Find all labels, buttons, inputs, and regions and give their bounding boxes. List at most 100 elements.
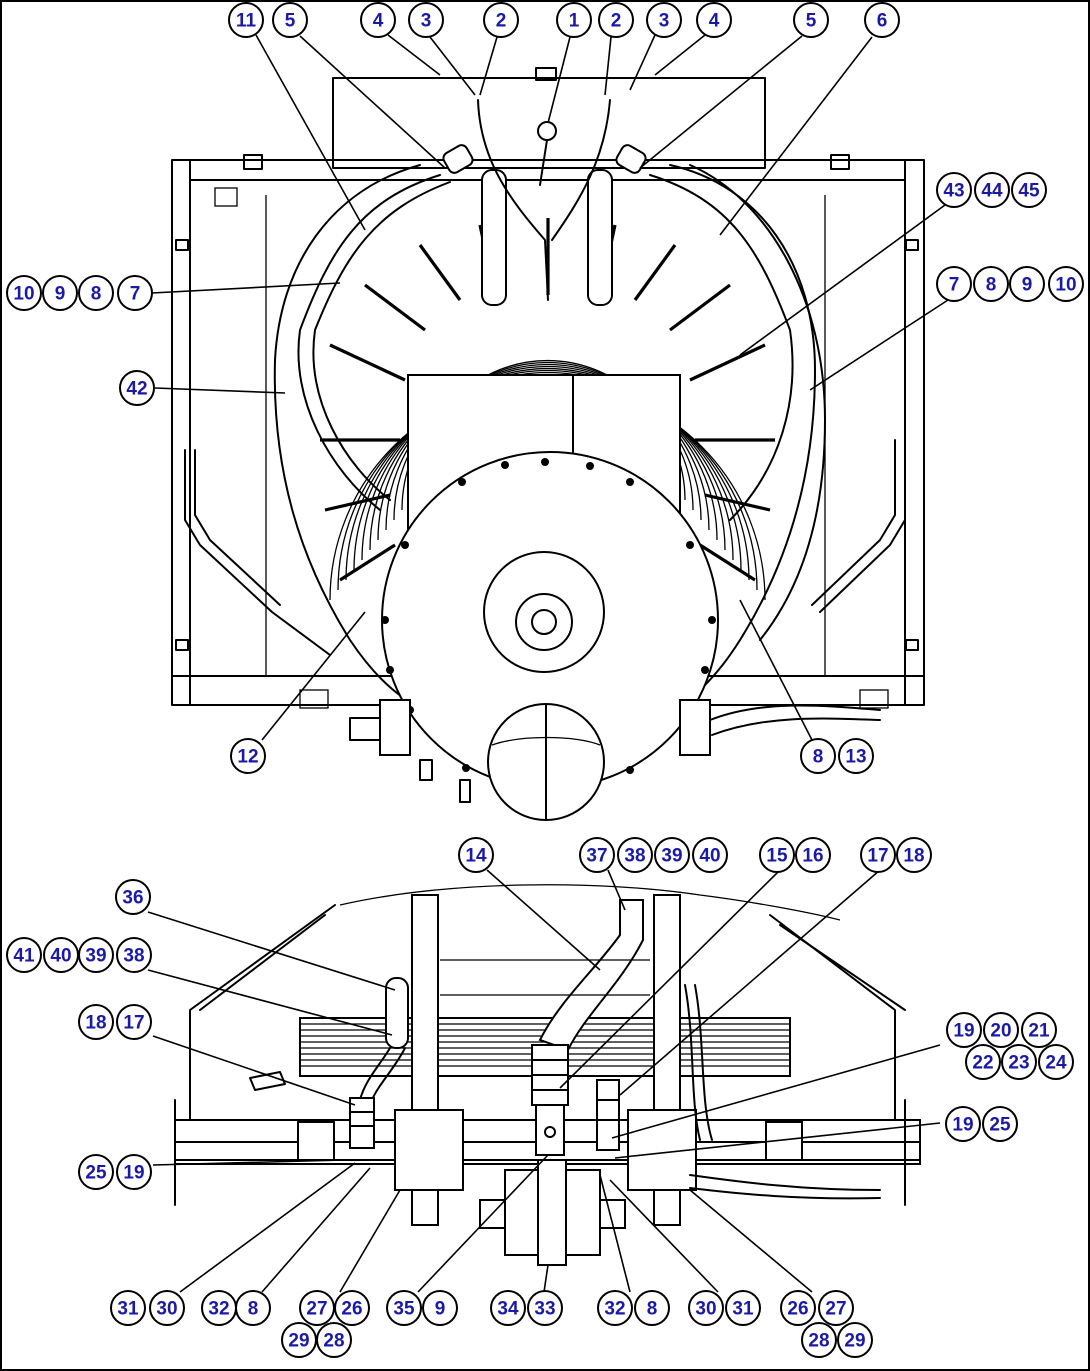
callout-label: 10 [13,284,34,305]
callout-circle [360,2,396,38]
callout-label: 2 [611,11,622,32]
callout-label: 42 [126,379,147,400]
callout-circle [646,2,682,38]
callout-label: 35 [393,1299,415,1320]
callout-20: 20 [983,1012,1019,1048]
callout-28: 28 [801,1322,837,1358]
callout-label: 15 [766,846,788,867]
callout-12: 12 [230,738,266,774]
callout-label: 7 [949,275,960,296]
callout-circle [617,837,653,873]
callout-label: 23 [1008,1053,1029,1074]
callout-circle [696,2,732,38]
callout-circle [795,837,831,873]
callout-34: 34 [490,1290,526,1326]
callout-label: 19 [952,1115,973,1136]
callout-15: 15 [759,837,795,873]
callout-circle [759,837,795,873]
callout-circle [490,1290,526,1326]
callout-8: 8 [78,275,114,311]
callout-circle [78,1154,114,1190]
callout-label: 43 [943,181,964,202]
callout-circle [408,2,444,38]
callout-circle [483,2,519,38]
callout-circle [793,2,829,38]
callout-circle [936,266,972,302]
callout-label: 9 [55,284,66,305]
callout-label: 4 [709,11,720,32]
callout-17: 17 [860,837,896,873]
callout-35: 35 [386,1290,422,1326]
callout-8: 8 [634,1290,670,1326]
callout-44: 44 [974,172,1010,208]
callout-circle [116,937,152,973]
callout-circle [78,275,114,311]
callout-1: 1 [556,2,592,38]
callout-circle [527,1290,563,1326]
callout-39: 39 [78,937,114,973]
callout-8: 8 [800,738,836,774]
callout-label: 21 [1028,1021,1050,1042]
callout-24: 24 [1038,1044,1074,1080]
callout-32: 32 [201,1290,237,1326]
callout-circle [936,172,972,208]
callout-circle [6,937,42,973]
callout-circle [973,266,1009,302]
callout-label: 30 [156,1299,177,1320]
callout-label: 19 [123,1163,144,1184]
callout-label: 14 [465,846,487,867]
callout-circle [945,1106,981,1142]
callout-label: 36 [122,888,143,909]
callout-label: 18 [903,846,924,867]
callout-label: 44 [981,181,1003,202]
callout-circle [272,2,308,38]
callout-label: 31 [732,1299,754,1320]
callout-label: 11 [236,11,257,32]
callout-26: 26 [334,1290,370,1326]
callout-circle [579,837,615,873]
callout-2: 2 [483,2,519,38]
callout-16: 16 [795,837,831,873]
callout-circle [422,1290,458,1326]
callout-circle [597,1290,633,1326]
callout-circle [860,837,896,873]
callout-41: 41 [6,937,42,973]
callout-label: 1 [569,11,580,32]
callout-2: 2 [598,2,634,38]
callout-13: 13 [838,738,874,774]
callout-19: 19 [945,1106,981,1142]
callout-42: 42 [119,370,155,406]
callout-label: 41 [13,946,35,967]
callout-38: 38 [116,937,152,973]
callout-label: 19 [953,1021,974,1042]
callout-circle [725,1290,761,1326]
callout-8: 8 [973,266,1009,302]
callout-33: 33 [527,1290,563,1326]
callout-circle [42,275,78,311]
callout-circle [1048,266,1084,302]
callout-label: 25 [989,1115,1011,1136]
callout-label: 32 [208,1299,229,1320]
callout-6: 6 [864,2,900,38]
callout-36: 36 [115,879,151,915]
callout-label: 40 [699,846,720,867]
callout-label: 3 [659,11,670,32]
callout-27: 27 [818,1290,854,1326]
callout-label: 39 [661,846,682,867]
callout-45: 45 [1011,172,1047,208]
fan-spokes [320,218,775,582]
callout-label: 5 [806,11,817,32]
callout-25: 25 [982,1106,1018,1142]
callout-3: 3 [408,2,444,38]
callout-circle [334,1290,370,1326]
callout-circle [1038,1044,1074,1080]
callout-5: 5 [793,2,829,38]
callout-8: 8 [235,1290,271,1326]
callout-label: 29 [844,1331,865,1352]
callout-label: 28 [323,1331,344,1352]
callout-label: 8 [813,747,824,768]
callout-11: 11 [228,2,264,38]
